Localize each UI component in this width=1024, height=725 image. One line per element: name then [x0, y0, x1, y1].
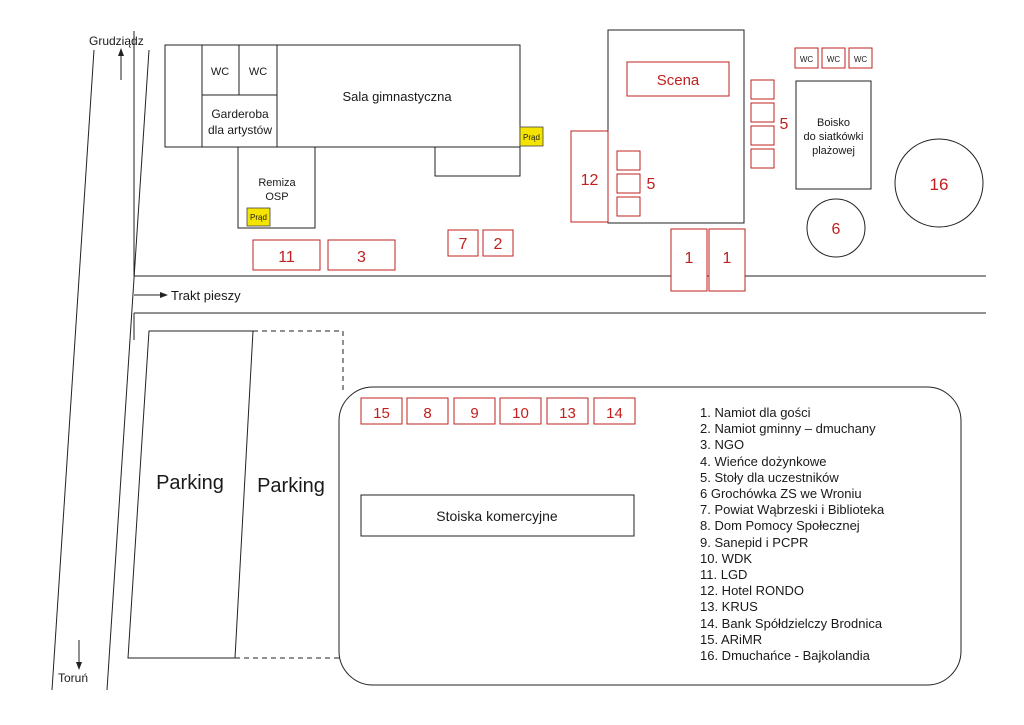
volleyball-label: plażowej [812, 145, 855, 157]
commercial-stands [360, 494, 635, 537]
volleyball-court [795, 80, 872, 190]
south-arrow-icon [76, 640, 82, 670]
legend-item: 3. NGO [700, 437, 745, 453]
stall-7 [447, 229, 479, 257]
legend-item: 11. LGD [700, 567, 748, 583]
map-legend: 1. Namiot dla gości 2. Namiot gminny – d… [700, 405, 884, 664]
volleyball-label: do siatkówki [804, 131, 864, 143]
soup-area [806, 198, 866, 258]
stall-3-number: 3 [357, 249, 366, 266]
stall-9 [453, 397, 496, 425]
commercial-zone [338, 386, 962, 686]
participant-table [616, 173, 641, 194]
legend-item: 7. Powiat Wąbrzeski i Biblioteka [700, 502, 885, 518]
power-label: Prąd [250, 213, 267, 222]
legend-item: 8. Dom Pomocy Społecznej [700, 518, 860, 534]
legend-item: 6 Grochówka ZS we Wroniu [700, 486, 862, 502]
stall-13 [546, 397, 589, 425]
inflatables-area [894, 138, 984, 228]
direction-label-north: Grudziądz [89, 34, 144, 48]
gym-annex [434, 146, 521, 177]
stall-15-number: 15 [373, 405, 390, 422]
wc-cabin-label: WC [800, 55, 814, 64]
participant-table [750, 125, 775, 146]
stall-11 [252, 239, 321, 271]
walkway-label: Trakt pieszy [171, 288, 241, 303]
stage [626, 61, 730, 97]
stage-area [607, 29, 745, 224]
road-edge-right [106, 49, 150, 691]
parking-label: Parking [257, 475, 325, 497]
participant-table [616, 196, 641, 217]
soup-number: 6 [832, 221, 841, 238]
wc-cabin-label: WC [827, 55, 841, 64]
dressing-room-label: Garderoba [211, 107, 269, 121]
north-arrow-icon [118, 48, 124, 80]
stall-10 [499, 397, 542, 425]
participant-table [750, 79, 775, 100]
power-label: Prąd [523, 133, 540, 142]
wc-label: WC [249, 66, 267, 78]
stall-7-number: 7 [459, 236, 468, 253]
legend-item: 10. WDK [700, 550, 753, 566]
legend-item: 1. Namiot dla gości [700, 405, 811, 420]
stall-15 [360, 397, 403, 425]
stall-2-number: 2 [494, 236, 503, 253]
legend-item: 14. Bank Spółdzielczy Brodnica [700, 615, 883, 631]
wc-label: WC [211, 66, 229, 78]
legend-item: 4. Wieńce dożynkowe [700, 453, 827, 469]
fire-station-label: Remiza [258, 177, 296, 189]
stall-12 [570, 130, 609, 223]
guest-tent-number: 1 [685, 250, 694, 267]
parking-overflow-outline [253, 330, 344, 392]
legend-item: 13. KRUS [700, 599, 758, 615]
guest-tent-number: 1 [723, 250, 732, 267]
fire-station-label: OSP [265, 191, 288, 203]
road-edge-left [51, 49, 95, 691]
parking-label: Parking [156, 472, 224, 494]
participant-table [750, 148, 775, 169]
gym-building [164, 44, 521, 148]
tables-left-number: 5 [647, 176, 656, 193]
wc-cabin [848, 47, 873, 69]
legend-item: 15. ARiMR [700, 631, 763, 647]
legend-item: 16. Dmuchańce - Bajkolandia [700, 648, 870, 664]
stall-3 [327, 239, 396, 271]
stage-label: Scena [657, 72, 700, 89]
stall-14-number: 14 [606, 405, 623, 422]
stall-13-number: 13 [559, 405, 576, 422]
stall-2 [482, 229, 514, 257]
legend-item: 2. Namiot gminny – dmuchany [700, 421, 876, 437]
dressing-room-label: dla artystów [208, 123, 272, 137]
power-outlet [519, 126, 544, 147]
wc-cabin [794, 47, 819, 69]
parking-lot [127, 330, 254, 659]
stall-9-number: 9 [470, 405, 478, 422]
stall-8 [406, 397, 449, 425]
stall-8-number: 8 [423, 405, 431, 422]
wc-cabin [821, 47, 846, 69]
participant-table [750, 102, 775, 123]
commercial-stands-label: Stoiska komercyjne [436, 508, 558, 524]
stall-row: 15 8 9 10 13 14 [360, 397, 636, 425]
participant-table [616, 150, 641, 171]
power-outlet [246, 207, 271, 227]
stall-12-number: 12 [581, 172, 599, 189]
direction-label-south: Toruń [58, 671, 88, 685]
guest-tent [670, 228, 708, 292]
walkway-arrow-icon [134, 292, 168, 298]
stall-11-number: 11 [278, 249, 295, 266]
stall-10-number: 10 [512, 405, 529, 422]
legend-item: 5. Stoły dla uczestników [700, 469, 839, 485]
legend-item: 9. Sanepid i PCPR [700, 534, 809, 550]
wc-cabin-label: WC [854, 55, 868, 64]
volleyball-label: Boisko [817, 117, 850, 129]
inflatables-number: 16 [930, 175, 949, 194]
legend-item: 12. Hotel RONDO [700, 583, 805, 599]
gym-label: Sala gimnastyczna [342, 89, 452, 104]
tables-right-number: 5 [780, 116, 789, 133]
guest-tent [708, 228, 746, 292]
stall-14 [593, 397, 636, 425]
